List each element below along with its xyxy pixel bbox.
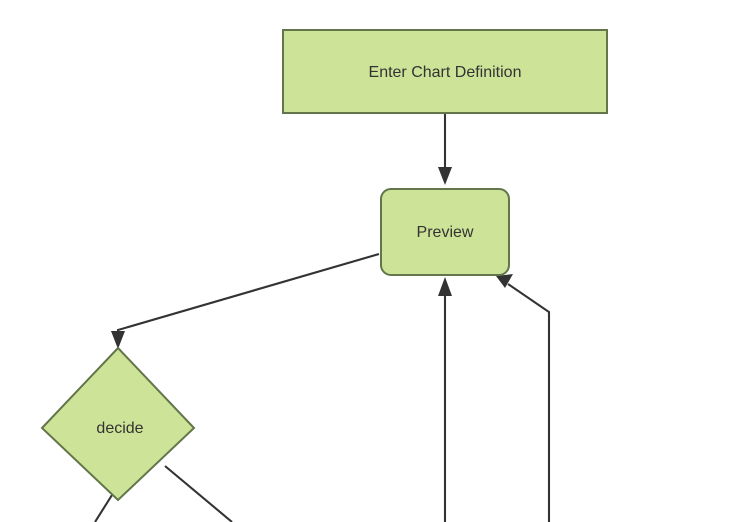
edge-line (116, 252, 380, 336)
edge-line (164, 465, 233, 522)
edge-enter-to-preview (438, 113, 452, 185)
edge-preview-to-decide (111, 252, 380, 349)
arrow-head-icon (438, 167, 452, 185)
node-decide[interactable]: decide (40, 346, 196, 502)
node-enter-chart-definition[interactable]: Enter Chart Definition (282, 29, 608, 114)
node-preview[interactable]: Preview (380, 188, 510, 276)
arrow-head-icon (111, 331, 125, 349)
edge-return-center-to-preview (438, 277, 452, 522)
edge-line (94, 494, 113, 522)
edge-line (507, 283, 551, 522)
arrow-head-icon (438, 277, 452, 296)
node-shape-rectangle (282, 29, 608, 114)
arrow-head-icon (496, 274, 513, 288)
edge-return-right-to-preview (496, 274, 551, 522)
edge-decide-branch-right (164, 465, 233, 522)
node-shape-diamond (40, 346, 196, 502)
node-shape-rounded-rectangle (380, 188, 510, 276)
edge-decide-branch-left (94, 494, 113, 522)
